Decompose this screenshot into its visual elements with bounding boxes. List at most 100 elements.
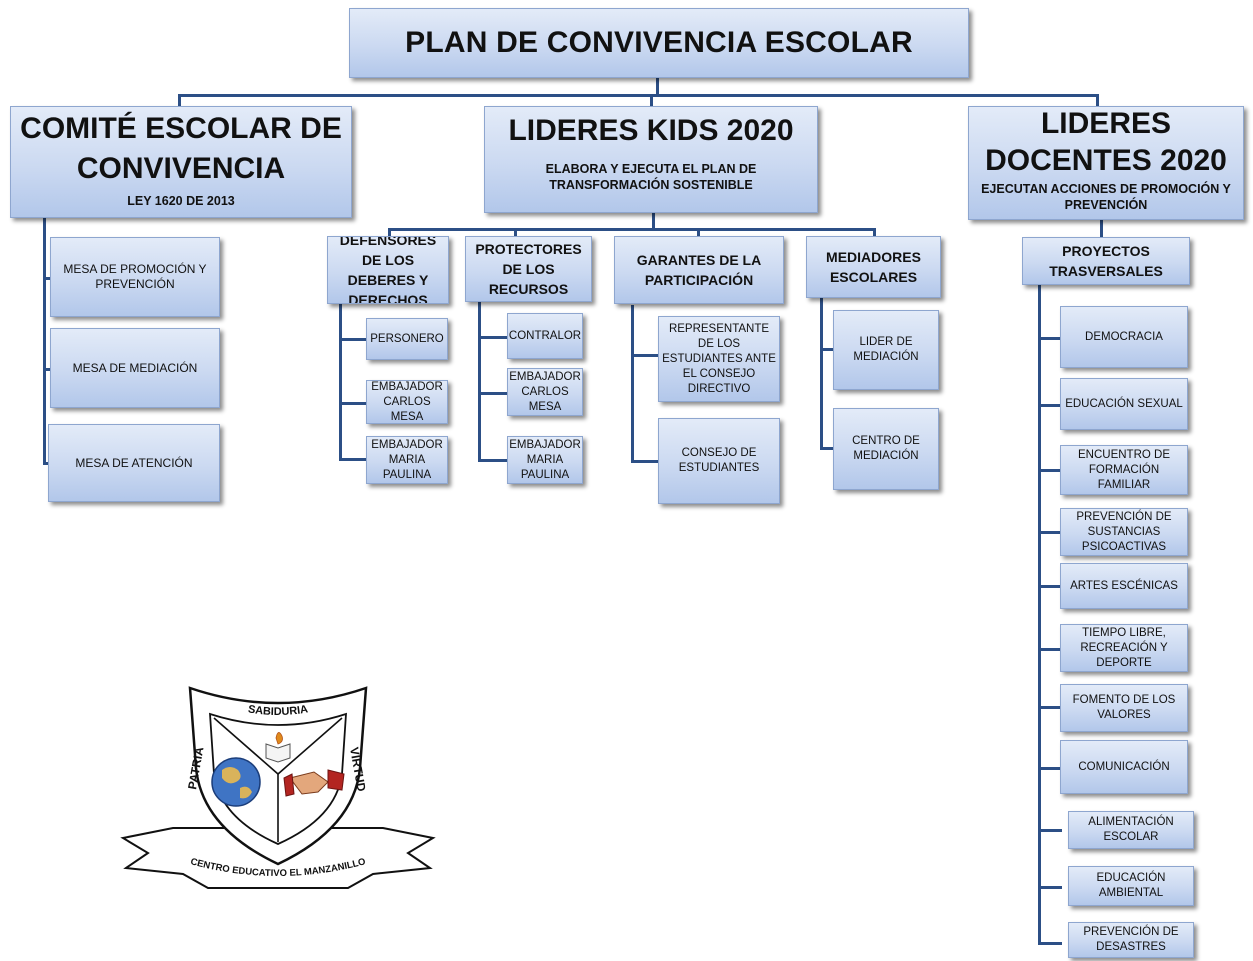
- proyecto-alimentacion: ALIMENTACIÓN ESCOLAR: [1068, 811, 1194, 849]
- proyecto-educacion-sexual: EDUCACIÓN SEXUAL: [1060, 378, 1188, 430]
- connector: [656, 78, 659, 95]
- connector: [1038, 531, 1062, 534]
- connector: [1038, 829, 1062, 832]
- item-contralor: CONTRALOR: [507, 313, 583, 359]
- item-contralor-label: CONTRALOR: [508, 329, 582, 342]
- item-embajador-carlos-2-label: EMBAJADOR CARLOS MESA: [509, 370, 581, 413]
- proyectos-box: PROYECTOS TRASVERSALES: [1022, 237, 1190, 285]
- proyecto-encuentro: ENCUENTRO DE FORMACIÓN FAMILIAR: [1060, 445, 1188, 495]
- connector: [178, 94, 1098, 97]
- connector: [339, 402, 367, 405]
- proyecto-fomento-label: FOMENTO DE LOS VALORES: [1072, 694, 1176, 721]
- connector: [1038, 585, 1062, 588]
- mesa-promocion: MESA DE PROMOCIÓN Y PREVENCIÓN: [50, 237, 220, 317]
- proyecto-democracia: DEMOCRACIA: [1060, 306, 1188, 368]
- connector: [478, 336, 508, 339]
- kids-title: LIDERES KIDS 2020: [508, 114, 794, 147]
- docentes-box: LIDERES DOCENTES 2020 EJECUTAN ACCIONES …: [968, 106, 1244, 220]
- item-embajador-carlos-1-label: EMBAJADOR CARLOS MESA: [371, 380, 443, 423]
- mesa-mediacion: MESA DE MEDIACIÓN: [50, 328, 220, 408]
- proyectos-label: PROYECTOS TRASVERSALES: [1049, 243, 1163, 279]
- connector: [652, 213, 655, 229]
- connector: [1038, 284, 1041, 945]
- connector: [820, 447, 834, 450]
- proyecto-educacion-ambiental: EDUCACIÓN AMBIENTAL: [1068, 866, 1194, 906]
- item-representante: REPRESENTANTE DE LOS ESTUDIANTES ANTE EL…: [658, 316, 780, 402]
- connector: [697, 228, 700, 238]
- root-title: PLAN DE CONVIVENCIA ESCOLAR: [405, 26, 913, 59]
- connector: [1038, 942, 1062, 945]
- connector: [820, 298, 823, 450]
- proyecto-educacion-sexual-label: EDUCACIÓN SEXUAL: [1065, 397, 1183, 410]
- svg-text:SABIDURIA: SABIDURIA: [247, 703, 309, 718]
- proyecto-alimentacion-label: ALIMENTACIÓN ESCOLAR: [1088, 816, 1174, 843]
- handshake-icon: [283, 769, 345, 797]
- connector: [1038, 337, 1062, 340]
- proyecto-comunicacion-label: COMUNICACIÓN: [1078, 760, 1170, 773]
- item-embajador-carlos-1: EMBAJADOR CARLOS MESA: [366, 380, 448, 424]
- mesa-mediacion-label: MESA DE MEDIACIÓN: [72, 360, 198, 375]
- connector: [1038, 886, 1062, 889]
- item-consejo-label: CONSEJO DE ESTUDIANTES: [678, 447, 760, 474]
- connector: [388, 228, 391, 238]
- proyecto-desastres: PREVENCIÓN DE DESASTRES: [1068, 922, 1194, 958]
- item-representante-label: REPRESENTANTE DE LOS ESTUDIANTES ANTE EL…: [662, 322, 776, 395]
- comite-subtitle: LEY 1620 DE 2013: [127, 194, 235, 208]
- connector: [43, 462, 51, 465]
- item-centro-mediacion-label: CENTRO DE MEDIACIÓN: [852, 435, 920, 462]
- connector: [339, 458, 367, 461]
- globe-icon: [211, 757, 261, 807]
- docentes-subtitle: EJECUTAN ACCIONES DE PROMOCIÓN Y PREVENC…: [981, 182, 1231, 212]
- group-mediadores: MEDIADORES ESCOLARES: [806, 236, 941, 298]
- proyecto-tiempo-libre-label: TIEMPO LIBRE, RECREACIÓN Y DEPORTE: [1080, 626, 1168, 669]
- connector: [43, 277, 51, 280]
- proyecto-desastres-label: PREVENCIÓN DE DESASTRES: [1083, 926, 1179, 953]
- group-defensores: DEFENSORES DE LOS DEBERES Y DERECHOS: [327, 236, 449, 304]
- proyecto-democracia-label: DEMOCRACIA: [1085, 330, 1163, 343]
- proyecto-prevencion-sustancias: PREVENCIÓN DE SUSTANCIAS PSICOACTIVAS: [1060, 508, 1188, 556]
- connector: [631, 460, 659, 463]
- item-embajador-maria-1: EMBAJADOR MARIA PAULINA: [366, 436, 448, 484]
- connector: [631, 305, 634, 462]
- item-embajador-carlos-2: EMBAJADOR CARLOS MESA: [507, 368, 583, 416]
- proyecto-encuentro-label: ENCUENTRO DE FORMACIÓN FAMILIAR: [1077, 448, 1170, 491]
- item-personero-label: PERSONERO: [370, 332, 444, 345]
- item-embajador-maria-1-label: EMBAJADOR MARIA PAULINA: [371, 438, 443, 481]
- connector: [339, 338, 367, 341]
- connector: [478, 459, 508, 462]
- connector: [478, 301, 481, 461]
- mesa-atencion-label: MESA DE ATENCIÓN: [75, 455, 193, 470]
- comite-title-line2: CONVIVENCIA: [76, 152, 286, 185]
- connector: [514, 228, 517, 238]
- kids-subtitle: ELABORA Y EJECUTA EL PLAN DE TRANSFORMAC…: [545, 162, 757, 192]
- connector: [339, 303, 342, 460]
- connector: [388, 228, 876, 231]
- item-centro-mediacion: CENTRO DE MEDIACIÓN: [833, 408, 939, 490]
- comite-title-line1: COMITÉ ESCOLAR DE: [20, 112, 342, 145]
- item-personero: PERSONERO: [366, 318, 448, 360]
- group-protectores: PROTECTORES DE LOS RECURSOS: [465, 236, 592, 302]
- root-title-box: PLAN DE CONVIVENCIA ESCOLAR: [349, 8, 969, 78]
- book-flame-icon: [265, 732, 291, 763]
- connector: [478, 392, 508, 395]
- item-embajador-maria-2: EMBAJADOR MARIA PAULINA: [507, 436, 583, 484]
- proyecto-educacion-ambiental-label: EDUCACIÓN AMBIENTAL: [1096, 872, 1166, 899]
- group-protectores-label: PROTECTORES DE LOS RECURSOS: [475, 241, 582, 297]
- mesa-promocion-label: MESA DE PROMOCIÓN Y PREVENCIÓN: [63, 262, 207, 291]
- proyecto-comunicacion: COMUNICACIÓN: [1060, 740, 1188, 794]
- proyecto-artes: ARTES ESCÉNICAS: [1060, 563, 1188, 609]
- item-lider-mediacion-label: LIDER DE MEDIACIÓN: [853, 336, 919, 363]
- proyecto-fomento: FOMENTO DE LOS VALORES: [1060, 684, 1188, 732]
- item-embajador-maria-2-label: EMBAJADOR MARIA PAULINA: [509, 438, 581, 481]
- connector: [1038, 404, 1062, 407]
- school-shield-logo: CENTRO EDUCATIVO EL MANZANILLO SABIDURIA…: [120, 686, 436, 889]
- comite-box: COMITÉ ESCOLAR DE CONVIVENCIA LEY 1620 D…: [10, 106, 352, 218]
- connector: [43, 368, 51, 371]
- group-garantes-label: GARANTES DE LA PARTICIPACIÓN: [636, 252, 762, 288]
- proyecto-prevencion-sustancias-label: PREVENCIÓN DE SUSTANCIAS PSICOACTIVAS: [1076, 510, 1172, 553]
- group-mediadores-label: MEDIADORES ESCOLARES: [826, 249, 921, 285]
- connector: [1038, 648, 1062, 651]
- connector: [43, 216, 46, 464]
- connector: [873, 228, 876, 238]
- connector: [820, 348, 834, 351]
